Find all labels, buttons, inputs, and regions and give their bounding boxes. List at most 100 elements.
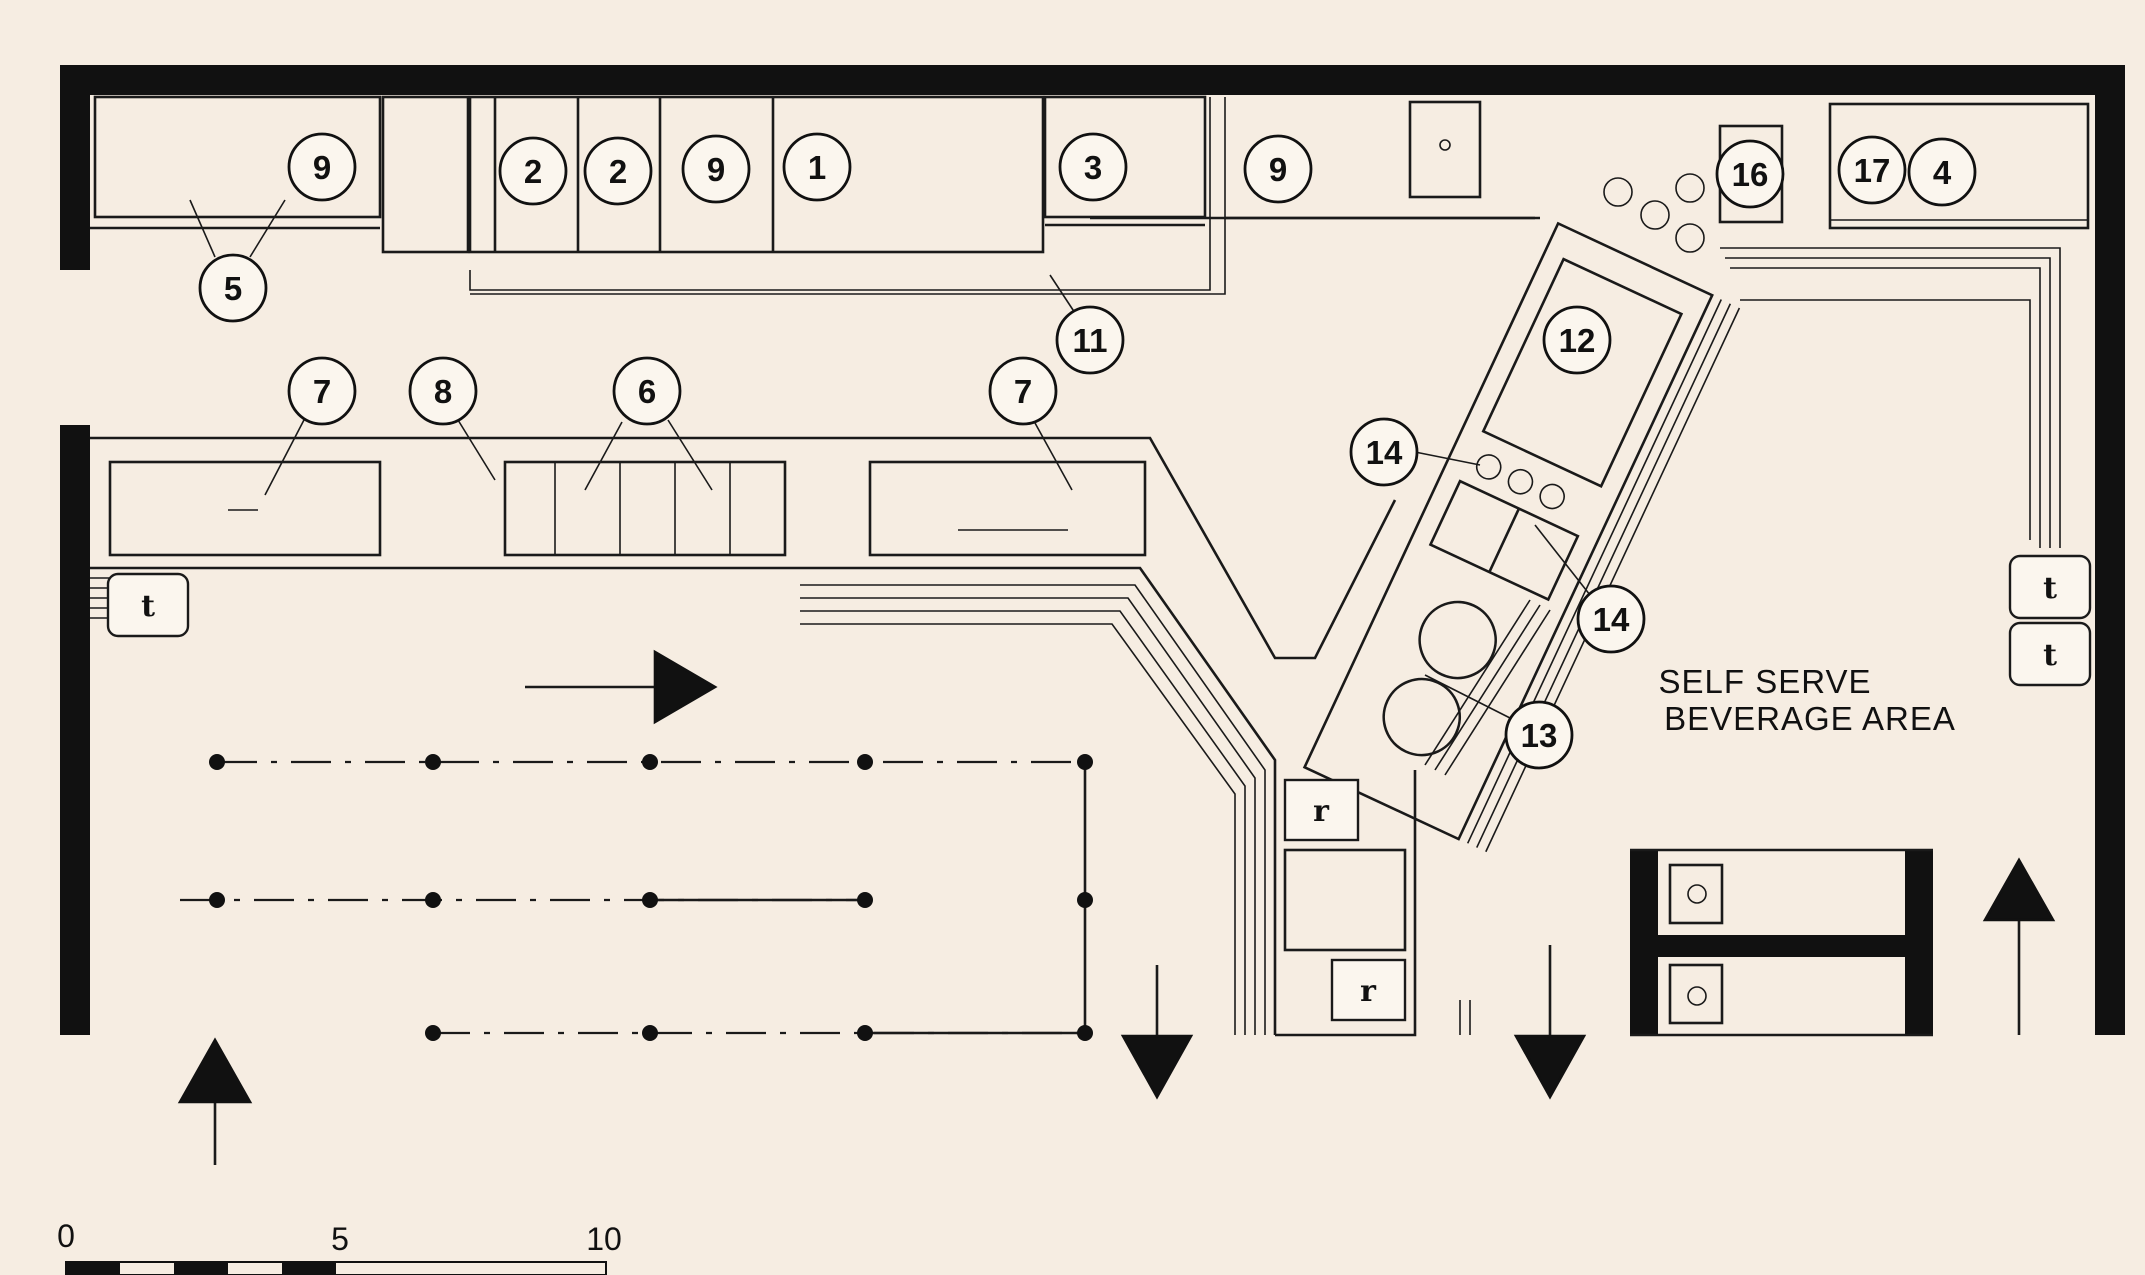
queue-post [857,892,873,908]
tray-rails [1090,216,2061,548]
svg-text:5: 5 [331,1221,349,1257]
svg-text:t: t [141,589,155,624]
svg-text:SELF SERVE: SELF SERVE [1659,663,1872,700]
svg-text:14: 14 [1366,434,1403,471]
flow-arrow-up-right [1982,857,2056,1035]
svg-text:0: 0 [57,1218,75,1254]
svg-text:t: t [2043,638,2057,673]
svg-text:11: 11 [1073,322,1108,359]
queue-post [857,754,873,770]
svg-text:2: 2 [609,153,627,190]
walls [60,65,2125,1035]
callout-2: 2 [498,136,568,206]
svg-text:14: 14 [1593,601,1630,638]
callout-2: 2 [583,136,653,206]
callout-17: 17 [1837,135,1907,205]
callout-3: 3 [1058,132,1128,202]
callout-13: 13 [1504,700,1574,770]
queue-post [425,892,441,908]
counter-segment [868,460,1147,557]
svg-text:6: 6 [638,373,656,410]
tray-stand-right-bottom: t [2008,621,2092,687]
leader-lines [189,199,1591,719]
callout-7: 7 [287,356,357,426]
counter-segment [1828,102,2090,230]
callout-16: 16 [1715,139,1785,209]
svg-text:8: 8 [434,373,452,410]
beverage-dispenser [1668,963,1724,1025]
queue-post [425,1025,441,1041]
callout-8: 8 [408,356,478,426]
callout-7: 7 [988,356,1058,426]
svg-text:t: t [2043,571,2057,606]
queue-post [209,754,225,770]
svg-text:16: 16 [1732,156,1769,193]
flow-arrow-right [525,649,718,725]
callout-9: 9 [287,132,357,202]
queue-ropes [180,754,1093,1041]
wall-left-lower [60,425,90,1035]
queue-post [425,754,441,770]
register-counter [1283,848,1407,952]
queue-post [209,892,225,908]
counter-segment [93,95,382,219]
sink [1408,100,1482,199]
callout-11: 11 [1055,305,1125,375]
tray-stand-left: t [106,572,190,638]
beverage-island [1630,848,1933,1037]
scale-bar: 0 5 10 [57,1218,622,1275]
wall-left-upper [60,65,90,270]
queue-post [642,892,658,908]
beverage-dispenser [1668,863,1724,925]
callout-14: 14 [1349,417,1419,487]
svg-text:3: 3 [1084,149,1102,186]
callout-12: 12 [1542,305,1612,375]
callout-5: 5 [198,253,268,323]
queue-post [1077,892,1093,908]
counter-segment [503,460,787,557]
callout-bubbles: 9 2 2 9 1 3 9 16 17 4 5 11 12 7 8 6 7 14… [198,132,1977,770]
svg-text:r: r [1360,974,1377,1009]
queue-post [642,1025,658,1041]
svg-text:7: 7 [313,373,331,410]
counter-segment [381,95,470,254]
svg-text:17: 17 [1854,152,1891,189]
flow-arrow-up-left [177,1037,253,1165]
svg-text:9: 9 [313,149,331,186]
register-top: r [1283,778,1360,842]
svg-text:12: 12 [1559,322,1596,359]
wall-right [2095,65,2125,1035]
flow-arrow-down-right [1513,945,1587,1100]
wall-top [60,65,2125,95]
svg-text:2: 2 [524,153,542,190]
counter-segment [468,95,1045,254]
svg-text:9: 9 [1269,151,1287,188]
svg-text:4: 4 [1933,154,1952,191]
queue-post [642,754,658,770]
register-bottom: r [1330,958,1407,1022]
flow-arrows [177,649,2056,1165]
callout-14: 14 [1576,584,1646,654]
queue-post [1077,1025,1093,1041]
callout-6: 6 [612,356,682,426]
callout-9: 9 [681,134,751,204]
svg-text:10: 10 [586,1221,622,1257]
svg-text:7: 7 [1014,373,1032,410]
queue-post [1077,754,1093,770]
counter-segment [108,460,382,557]
serving-line [90,436,1551,1037]
svg-text:BEVERAGE AREA: BEVERAGE AREA [1664,700,1956,737]
svg-text:9: 9 [707,151,725,188]
flow-arrow-down-center [1120,965,1194,1100]
queue-post [857,1025,873,1041]
svg-text:13: 13 [1521,717,1558,754]
svg-text:5: 5 [224,270,242,307]
callout-9: 9 [1243,134,1313,204]
callout-4: 4 [1907,137,1977,207]
svg-text:r: r [1313,794,1330,829]
self-serve-beverage-label: SELF SERVE BEVERAGE AREA [1659,663,1956,737]
svg-text:1: 1 [808,149,826,186]
tray-stand-right-top: t [2008,554,2092,620]
callout-1: 1 [782,132,852,202]
